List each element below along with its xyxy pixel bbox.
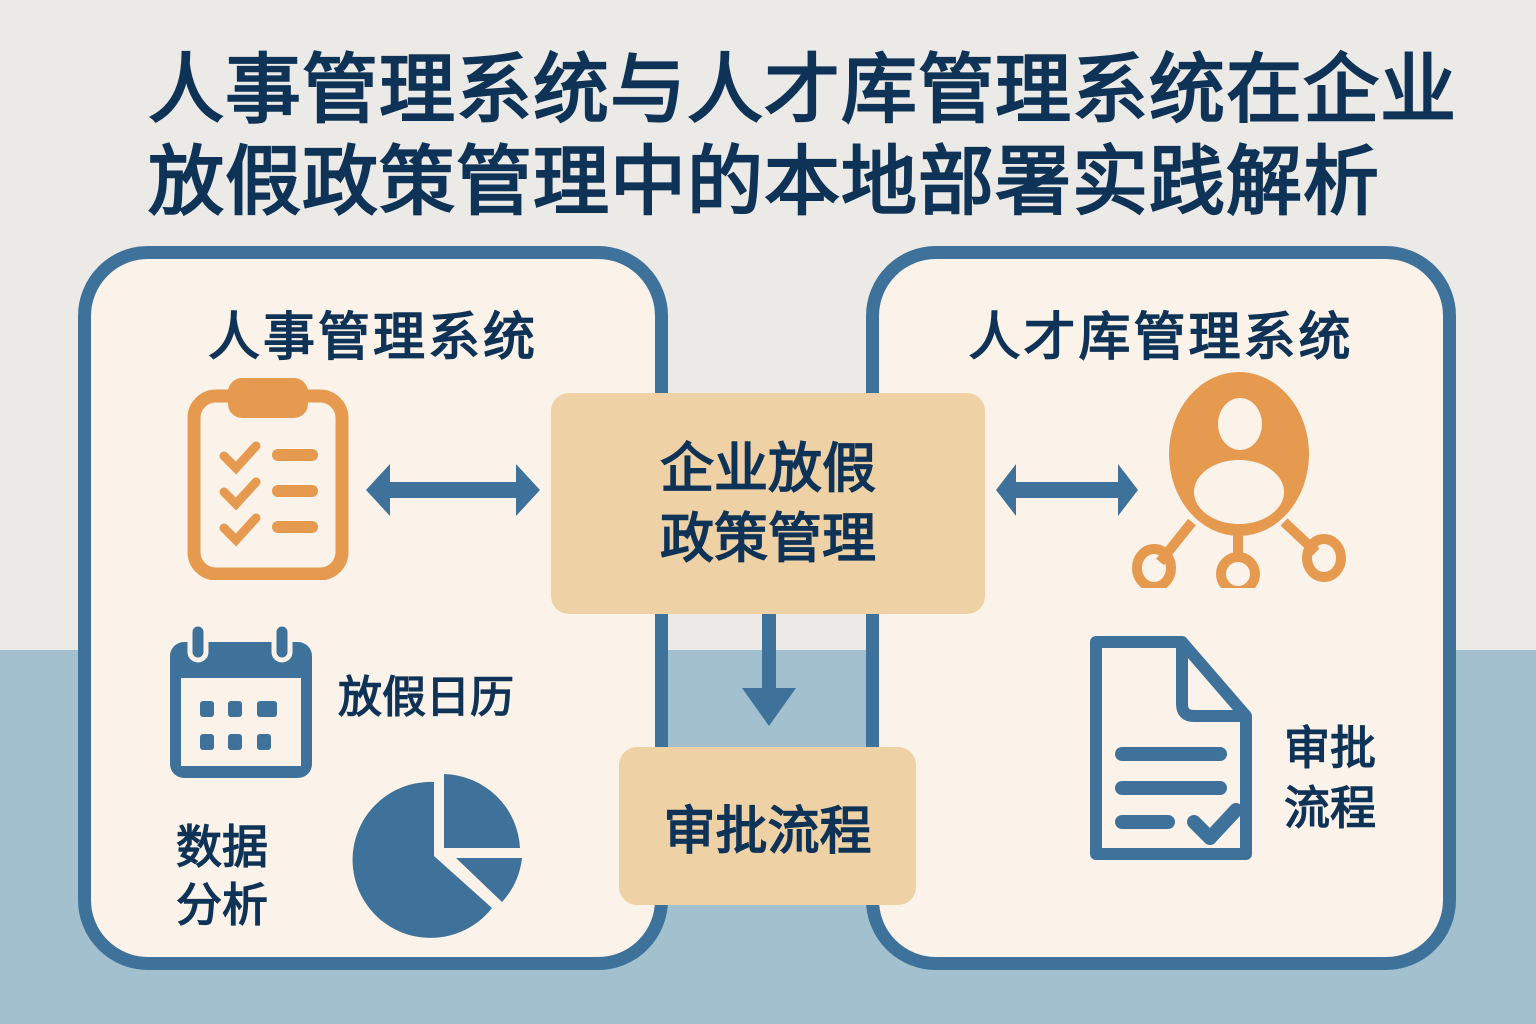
data-analysis-line-2: 分析: [176, 878, 268, 932]
approval-line-1: 审批: [1284, 721, 1376, 775]
title-line-2: 放假政策管理中的本地部署实践解析: [148, 137, 1380, 226]
talent-pool-title: 人才库管理系统: [968, 308, 1354, 368]
page-title: 人事管理系统与人才库管理系统在企业 放假政策管理中的本地部署实践解析: [148, 44, 1468, 228]
bidirectional-arrow-icon: [366, 462, 540, 518]
data-analysis-label: 数据 分析: [176, 818, 268, 934]
title-line-1: 人事管理系统与人才库管理系统在企业: [148, 45, 1457, 134]
approval-process-box: 审批流程: [619, 747, 916, 905]
approval-process-label: 审批 流程: [1284, 718, 1376, 838]
leave-policy-management-box: 企业放假 政策管理: [551, 393, 985, 614]
data-analysis-line-1: 数据: [176, 820, 268, 874]
approval-line-2: 流程: [1284, 781, 1376, 835]
bidirectional-arrow-icon: [996, 462, 1138, 518]
center-main-line-2: 政策管理: [660, 506, 876, 570]
hr-system-title: 人事管理系统: [207, 308, 538, 368]
pie-chart-icon: [326, 772, 526, 938]
clipboard-checklist-icon: [186, 374, 350, 580]
holiday-calendar-label: 放假日历: [338, 672, 514, 723]
center-main-line-1: 企业放假: [660, 436, 876, 500]
down-arrow-icon: [742, 614, 796, 730]
document-check-icon: [1086, 632, 1262, 864]
user-network-icon: [1124, 372, 1354, 588]
calendar-icon: [166, 622, 316, 782]
